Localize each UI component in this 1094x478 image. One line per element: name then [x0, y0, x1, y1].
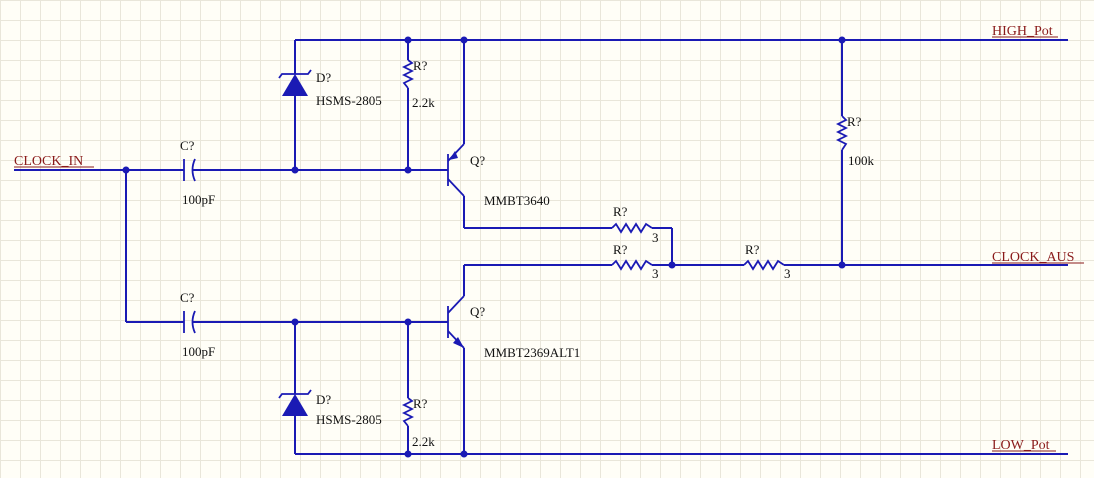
resistor-zigzag: [611, 222, 653, 234]
junction-dot: [838, 36, 846, 44]
transistor-collector-lead: [447, 178, 465, 197]
transistor-arrow: [453, 337, 464, 348]
resistor-pull-designator: R?: [847, 114, 862, 129]
resistor-zigzag: [743, 259, 785, 271]
transistor-bottom[interactable]: Q? MMBT2369ALT1: [438, 295, 580, 360]
net-label-high[interactable]: HIGH_Pot: [992, 24, 1053, 39]
junction-dot: [404, 450, 412, 458]
net-label-low[interactable]: LOW_Pot: [992, 438, 1050, 453]
junction-dot: [122, 166, 130, 174]
resistor-bias-bottom[interactable]: R? 2.2k: [401, 396, 435, 449]
capacitor-top-value: 100pF: [182, 192, 215, 207]
diode-bottom-part: HSMS-2805: [316, 412, 382, 427]
transistor-top-part: MMBT3640: [484, 193, 550, 208]
transistor-arrow: [449, 151, 458, 160]
resistor-bias-top[interactable]: R? 2.2k: [401, 58, 435, 110]
junction-dot: [291, 166, 299, 174]
capacitor-bottom-designator: C?: [180, 290, 195, 305]
transistor-bottom-part: MMBT2369ALT1: [484, 345, 580, 360]
junction-dot: [460, 450, 468, 458]
junction-dot: [291, 318, 299, 326]
resistor-emitter-top[interactable]: R? 3: [611, 204, 659, 245]
capacitor-top[interactable]: C? 100pF: [179, 138, 215, 207]
diode-bottom[interactable]: D? HSMS-2805: [278, 389, 382, 427]
resistor-bias-top-value: 2.2k: [412, 95, 435, 110]
resistor-emitter-bottom-value: 3: [652, 266, 659, 281]
net-label-clock-in[interactable]: CLOCK_IN: [14, 154, 83, 169]
resistor-emitter-top-designator: R?: [613, 204, 628, 219]
wires: [14, 39, 1068, 455]
net-labels: HIGH_Pot LOW_Pot CLOCK_IN CLOCK_AUS: [14, 24, 1084, 453]
resistor-pull-value: 100k: [848, 153, 875, 168]
resistor-output-designator: R?: [745, 242, 760, 257]
diode-schottky-bar: [278, 69, 312, 79]
transistor-collector-lead: [447, 295, 465, 314]
junction-dot: [460, 36, 468, 44]
transistor-bottom-designator: Q?: [470, 304, 485, 319]
resistor-zigzag: [611, 259, 653, 271]
resistor-zigzag: [835, 115, 849, 151]
diode-top[interactable]: D? HSMS-2805: [278, 69, 382, 108]
capacitor-bottom[interactable]: C? 100pF: [179, 290, 215, 359]
resistor-bias-bottom-designator: R?: [413, 396, 428, 411]
capacitor-top-designator: C?: [180, 138, 195, 153]
diode-schottky-bar: [278, 389, 312, 399]
resistor-emitter-top-value: 3: [652, 230, 659, 245]
junctions: [122, 36, 846, 458]
junction-dot: [404, 318, 412, 326]
resistor-zigzag: [401, 397, 415, 427]
junction-dot: [838, 261, 846, 269]
junction-dot: [404, 36, 412, 44]
diode-triangle: [282, 74, 308, 96]
transistor-top[interactable]: Q? MMBT3640: [438, 143, 550, 208]
resistor-emitter-bottom-designator: R?: [613, 242, 628, 257]
capacitor-bottom-value: 100pF: [182, 344, 215, 359]
junction-dot: [404, 166, 412, 174]
diode-top-part: HSMS-2805: [316, 93, 382, 108]
resistor-zigzag: [401, 59, 415, 89]
transistor-top-designator: Q?: [470, 153, 485, 168]
resistor-output-value: 3: [784, 266, 791, 281]
resistor-output[interactable]: R? 3: [743, 242, 791, 281]
junction-dot: [668, 261, 676, 269]
resistor-bias-bottom-value: 2.2k: [412, 434, 435, 449]
diode-bottom-designator: D?: [316, 392, 331, 407]
diode-top-designator: D?: [316, 70, 331, 85]
net-label-clock-aus[interactable]: CLOCK_AUS: [992, 250, 1074, 265]
resistor-emitter-bottom[interactable]: R? 3: [611, 242, 659, 281]
resistor-bias-top-designator: R?: [413, 58, 428, 73]
resistor-pull[interactable]: R? 100k: [835, 114, 875, 168]
diode-triangle: [282, 394, 308, 416]
